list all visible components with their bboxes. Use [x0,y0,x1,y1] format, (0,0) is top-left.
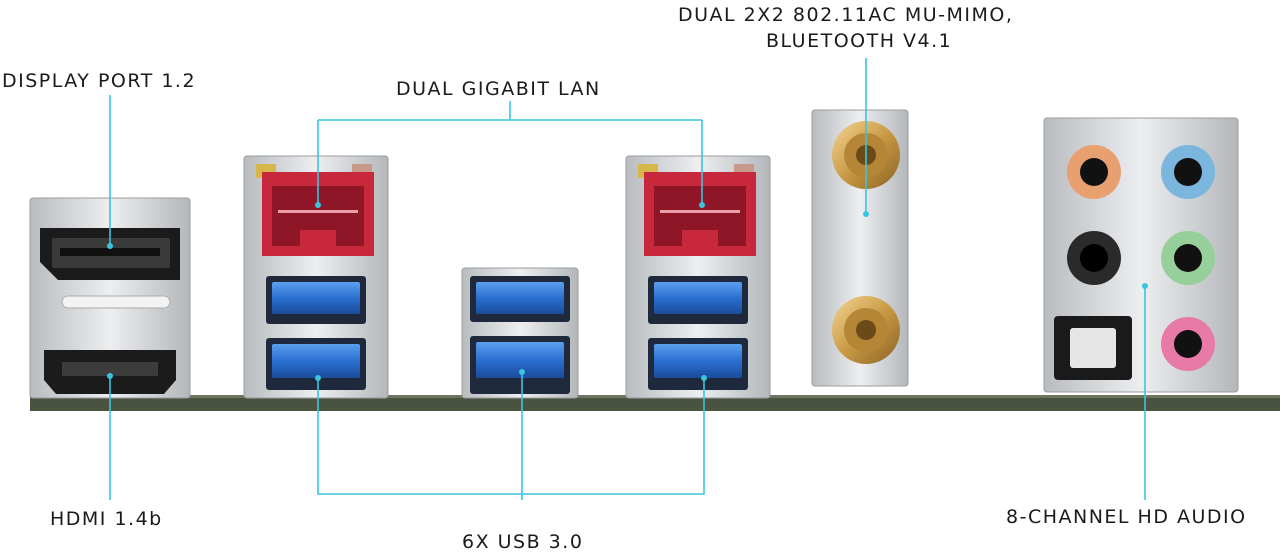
label-usb: 6X USB 3.0 [462,531,584,553]
lan-port-right [644,172,756,256]
audio-jack-pink [1161,317,1215,371]
audio-jack-orange [1067,145,1121,199]
label-audio: 8-CHANNEL HD AUDIO [1006,506,1247,528]
wifi-antenna-bracket [811,109,909,387]
usb-port-left-top [266,276,366,324]
label-wifi-line2: BLUETOOTH V4.1 [766,30,953,52]
optical-spdif-port [1054,316,1132,380]
label-display-port: DISPLAY PORT 1.2 [2,70,197,92]
pcb-strip [30,395,1280,411]
antenna-connector-bottom [832,296,900,364]
label-wifi-line1: DUAL 2X2 802.11AC MU-MIMO, [678,4,1014,26]
lan-usb-block-right [625,155,771,399]
callout-dots [107,202,1148,381]
audio-jack-blue [1161,145,1215,199]
audio-jack-block [1043,117,1239,393]
video-port-block [29,197,191,399]
hdmi-connector [44,350,176,394]
label-dual-gigabit-lan: DUAL GIGABIT LAN [396,78,601,100]
lan-usb-block-left [243,155,389,399]
displayport-connector [40,228,180,280]
usb-port-right-bottom [648,338,748,390]
audio-jack-green [1161,231,1215,285]
lan-port-left [262,172,374,256]
audio-jack-black [1067,231,1121,285]
usb-port-left-bottom [266,338,366,390]
label-hdmi: HDMI 1.4b [50,508,163,530]
usb-port-right-top [648,276,748,324]
callout-lines [109,58,1146,500]
usb-stack-center [461,267,579,399]
